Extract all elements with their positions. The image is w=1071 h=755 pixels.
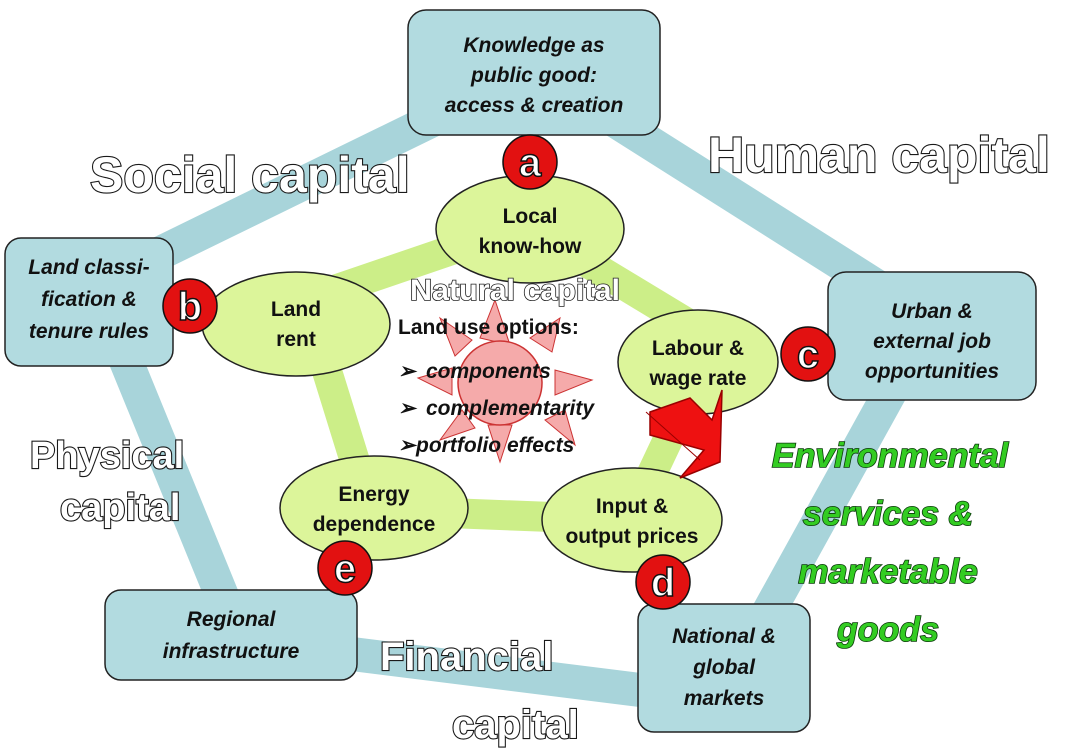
letter-e: e (334, 547, 356, 591)
letter-circle-c: c (780, 326, 836, 382)
box-land-class-line3: tenure rules (29, 320, 149, 343)
social-capital-label: Social capital (90, 147, 410, 203)
ellipse-labour-line2: wage rate (649, 367, 747, 390)
letter-circle-b: b (162, 278, 218, 334)
box-national-line2: global (692, 656, 756, 679)
box-regional-line1: Regional (187, 608, 277, 631)
ellipse-land-rent: Land rent (201, 271, 391, 377)
box-regional: Regional infrastructure (104, 589, 358, 681)
ellipse-energy-line2: dependence (313, 513, 436, 536)
box-land-class-line2: fication & (41, 288, 137, 311)
box-urban: Urban & external job opportunities (827, 271, 1037, 401)
land-use-bullet-1: ➢ (398, 360, 418, 383)
box-land-classification: Land classi- fication & tenure rules (4, 237, 174, 367)
ellipse-land-rent-line2: rent (276, 328, 316, 351)
letter-d: d (651, 561, 675, 605)
letter-a: a (519, 141, 542, 185)
box-national-line3: markets (684, 687, 765, 710)
ellipse-land-rent-line1: Land (271, 298, 321, 321)
ellipse-input-line1: Input & (596, 495, 668, 518)
sun-icon (416, 298, 594, 464)
outcome-line4: goods (836, 611, 939, 649)
outcome-line3: marketable (798, 553, 978, 591)
box-urban-line3: opportunities (865, 360, 999, 383)
physical-capital-label-line2: capital (60, 487, 180, 529)
box-regional-line2: infrastructure (163, 640, 300, 663)
box-urban-line1: Urban & (891, 300, 973, 323)
box-knowledge: Knowledge as public good: access & creat… (407, 9, 661, 136)
ellipse-local-know-how: Local know-how (435, 174, 625, 284)
land-use-bullet-3: ➢ (398, 434, 418, 457)
box-knowledge-line3: access & creation (445, 94, 624, 117)
financial-capital-label-line1: Financial (380, 635, 553, 679)
box-knowledge-line2: public good: (470, 64, 597, 87)
letter-c: c (797, 333, 819, 377)
ellipse-input-output: Input & output prices (541, 467, 723, 573)
ellipse-local-line2: know-how (479, 235, 582, 258)
ellipse-input-line2: output prices (565, 525, 698, 548)
box-land-class-line1: Land classi- (28, 256, 149, 279)
letter-circle-d: d (635, 554, 691, 610)
physical-capital-label-line1: Physical (30, 435, 184, 477)
financial-capital-label-line2: capital (452, 703, 579, 747)
letter-b: b (178, 285, 202, 329)
land-use-option-1: components (426, 360, 551, 383)
outcome-line1: Environmental (772, 437, 1010, 475)
ellipse-energy-line1: Energy (338, 483, 410, 506)
ellipse-labour: Labour & wage rate (617, 309, 779, 415)
land-use-bullet-2: ➢ (398, 397, 418, 420)
letter-circle-e: e (317, 540, 373, 596)
box-national-line1: National & (672, 625, 776, 648)
box-national: National & global markets (637, 603, 811, 733)
outcome-line2: services & (803, 495, 973, 533)
land-use-title: Land use options: (398, 316, 579, 339)
land-use-option-3: portfolio effects (415, 434, 574, 457)
natural-capital-label: Natural capital (410, 274, 620, 307)
human-capital-label: Human capital (708, 127, 1050, 183)
letter-circle-a: a (502, 134, 558, 190)
box-urban-line2: external job (873, 330, 991, 353)
ellipse-energy: Energy dependence (279, 455, 469, 561)
ellipse-labour-line1: Labour & (652, 337, 744, 360)
arrow-icon (645, 389, 723, 479)
box-knowledge-line1: Knowledge as (463, 34, 604, 57)
land-use-option-2: complementarity (426, 397, 595, 420)
ellipse-local-line1: Local (503, 205, 558, 228)
